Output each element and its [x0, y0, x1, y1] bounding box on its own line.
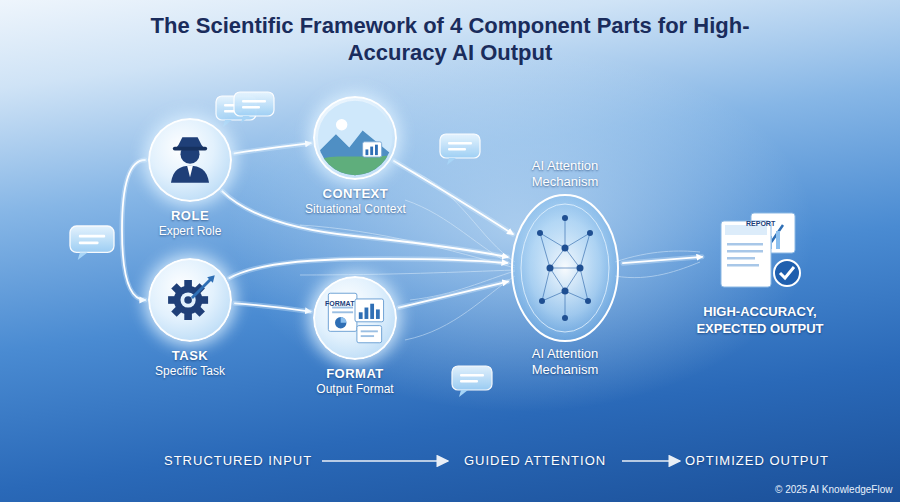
node-subtitle: Situational Context [305, 202, 406, 216]
node-subtitle: Specific Task [155, 364, 225, 378]
flow-label: GUIDED ATTENTION [464, 453, 606, 468]
flow-connector [623, 257, 702, 263]
connector-glow [394, 161, 513, 234]
connector-line [222, 191, 507, 257]
connector-line [235, 303, 311, 311]
connector-glow [623, 257, 702, 263]
connector-line [399, 282, 508, 308]
diagram-title: The Scientific Framework of 4 Component … [150, 12, 750, 66]
task-circle-shape [148, 258, 232, 342]
format-circle: FORMATOutput Format [313, 276, 397, 396]
connector-line [394, 161, 513, 234]
connector-glow [235, 143, 311, 153]
icon-label: FORMAT [325, 300, 354, 307]
node-subtitle: AI Attention Mechanism [505, 346, 625, 378]
flow-connector [122, 160, 145, 300]
node-title: ROLE [171, 208, 209, 223]
connector-glow [229, 259, 507, 278]
node-title: FORMAT [326, 366, 384, 381]
node-subtitle: Output Format [316, 382, 393, 396]
role-circle: ROLEExpert Role [148, 118, 232, 238]
flow-connector [399, 282, 508, 308]
connector-glow [399, 282, 508, 308]
connector-line [122, 160, 145, 300]
node-title: CONTEXT [323, 186, 389, 201]
output-node: HIGH-ACCURACY, EXPECTED OUTPUT [675, 209, 845, 337]
flow-label: OPTIMIZED OUTPUT [685, 453, 829, 468]
flow-label: STRUCTURED INPUT [164, 453, 312, 468]
role-circle-shape [148, 118, 232, 202]
task-circle: TASKSpecific Task [148, 258, 232, 378]
context-circle: CONTEXTSituational Context [305, 96, 406, 216]
flow-connector [235, 143, 311, 153]
context-circle-shape [313, 96, 397, 180]
copyright-note: © 2025 AI KnowledgeFlow [775, 484, 892, 495]
format-circle-shape [313, 276, 397, 360]
connector-glow [122, 160, 145, 300]
connector-glow [235, 303, 311, 311]
flow-connector [229, 259, 507, 278]
attention-node-shape [510, 193, 620, 343]
connector-line [235, 143, 311, 153]
icon-label: REPORT [746, 220, 775, 227]
flow-connector [394, 161, 513, 234]
node-title: AI Attention Mechanism [505, 158, 625, 190]
node-title: HIGH-ACCURACY, EXPECTED OUTPUT [675, 303, 845, 337]
node-title: TASK [172, 348, 208, 363]
attention-node: AI Attention Mechanism AI Attention Mecha… [505, 155, 625, 381]
node-subtitle: Expert Role [159, 224, 222, 238]
flow-connector [222, 191, 507, 257]
connector-glow [222, 191, 507, 257]
flow-connector [235, 303, 311, 311]
connector-line [623, 257, 702, 263]
connector-line [229, 259, 507, 278]
